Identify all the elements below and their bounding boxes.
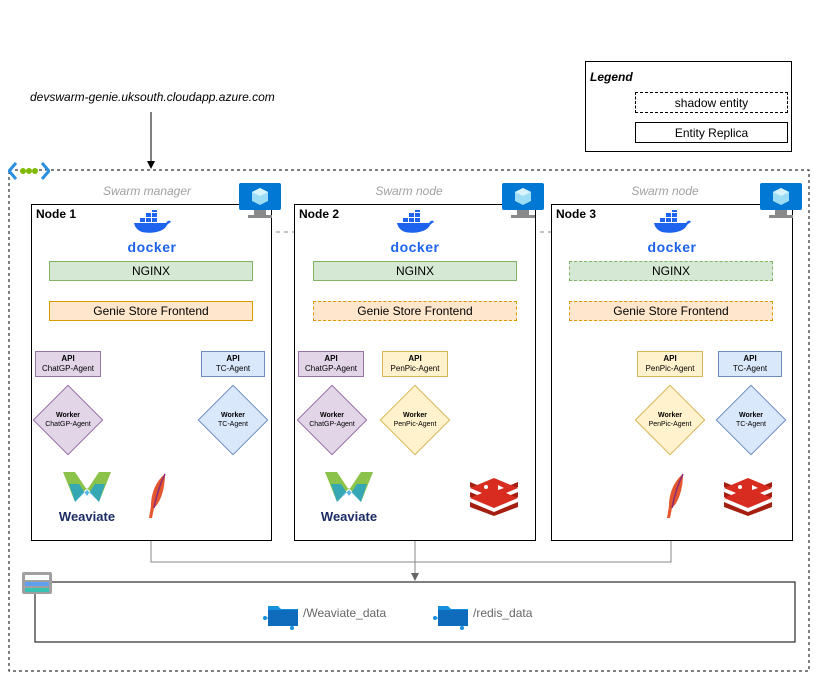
docker-whale-icon (654, 208, 691, 233)
redis-icon (470, 478, 518, 516)
worker-title: Worker (221, 412, 245, 419)
worker-agent: TC-Agent (218, 421, 248, 428)
storage-box (34, 581, 796, 643)
virtual-machine-icon (239, 183, 281, 218)
api-agent: TC-Agent (732, 364, 768, 373)
docker-logo-node-1: docker (122, 208, 182, 255)
weaviate-icon (63, 472, 111, 502)
weaviate-logo: Weaviate (52, 470, 122, 524)
api-title: API (61, 354, 75, 363)
api-title: API (663, 354, 677, 363)
docker-word: docker (647, 239, 697, 255)
node-2-label: Node 2 (299, 207, 340, 221)
api-title: API (408, 354, 422, 363)
frontend-node-2: Genie Store Frontend (313, 301, 517, 321)
redis-data-share: /redis_data (473, 606, 533, 620)
docker-word: docker (390, 239, 440, 255)
node-3-label: Node 3 (556, 207, 597, 221)
role-node-3: Swarm node (631, 184, 699, 198)
worker-agent: TC-Agent (736, 421, 766, 428)
api-agent: ChatGP-Agent (41, 364, 95, 373)
api-agent: PenPic-Agent (645, 364, 695, 373)
legend-entity-replica: Entity Replica (635, 122, 788, 143)
frontend-node-1: Genie Store Frontend (49, 301, 253, 321)
legend-shadow-entity: shadow entity (635, 92, 788, 113)
docker-whale-icon (134, 208, 171, 233)
apache-feather-icon (667, 473, 684, 518)
api-title: API (226, 354, 240, 363)
worker-agent: PenPic-Agent (648, 421, 692, 428)
api-agent: ChatGP-Agent (304, 364, 358, 373)
legend-title: Legend (590, 70, 633, 84)
api-title: API (324, 354, 338, 363)
worker-title: Worker (403, 412, 427, 419)
frontend-node-3: Genie Store Frontend (569, 301, 773, 321)
storage-links (150, 541, 672, 578)
weaviate-data-share: /Weaviate_data (303, 606, 387, 620)
worker-title: Worker (56, 412, 80, 419)
nginx-node-3: NGINX (569, 261, 773, 281)
storage-account-icon (22, 572, 52, 594)
file-share-folder-icon (263, 606, 298, 630)
worker-title: Worker (658, 412, 682, 419)
api-agent: TC-Agent (215, 364, 251, 373)
virtual-network-icon (8, 162, 50, 180)
virtual-machine-icon (502, 183, 544, 218)
worker-agent: ChatGP-Agent (309, 421, 355, 428)
weaviate-icon (325, 472, 373, 502)
redis-icon (724, 478, 772, 516)
weaviate-logo: Weaviate (314, 470, 384, 524)
worker-agent: ChatGP-Agent (45, 421, 91, 428)
worker-title: Worker (739, 412, 763, 419)
role-node-1: Swarm manager (102, 184, 192, 198)
docker-logo-node-3: docker (642, 208, 702, 255)
nginx-node-2: NGINX (313, 261, 517, 281)
node-1-label: Node 1 (36, 207, 77, 221)
file-share-folder-icon (433, 606, 468, 630)
dns-label: devswarm-genie.uksouth.cloudapp.azure.co… (30, 90, 275, 104)
worker-agent: PenPic-Agent (393, 421, 437, 428)
api-title: API (743, 354, 757, 363)
vnet-boundary (8, 169, 810, 672)
nginx-node-1: NGINX (49, 261, 253, 281)
docker-word: docker (127, 239, 177, 255)
legend: Legend shadow entity Entity Replica (585, 61, 792, 152)
docker-logo-node-2: docker (385, 208, 445, 255)
virtual-machine-icon (760, 183, 802, 218)
worker-title: Worker (320, 412, 344, 419)
docker-whale-icon (397, 208, 434, 233)
api-agent: PenPic-Agent (390, 364, 440, 373)
role-node-2: Swarm node (375, 184, 443, 198)
weaviate-word: Weaviate (320, 509, 378, 524)
apache-feather-icon (149, 473, 166, 518)
weaviate-word: Weaviate (58, 509, 116, 524)
